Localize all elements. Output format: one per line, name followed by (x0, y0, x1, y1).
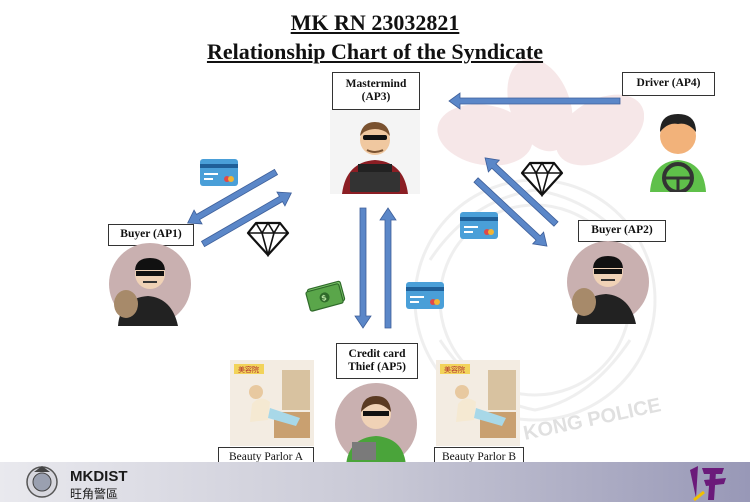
police-crest-icon (26, 466, 58, 498)
arrow-thief-to-mastermind (379, 207, 397, 329)
chart-title: Relationship Chart of the Syndicate (206, 39, 544, 64)
case-number: MK RN 23032821 (290, 10, 460, 35)
mastermind-avatar (330, 110, 420, 194)
diamond-icon (246, 221, 290, 257)
thief-avatar (335, 383, 417, 466)
footer-bar (0, 462, 750, 502)
driver-avatar (644, 100, 712, 192)
arrow-buyer1-to-mastermind (200, 191, 292, 248)
money-icon: $ (305, 280, 346, 312)
arrow-mastermind-to-buyer2 (473, 177, 548, 247)
diamond-icon (520, 161, 564, 197)
svg-text:美容院: 美容院 (238, 365, 259, 374)
svg-text:美容院: 美容院 (444, 365, 465, 374)
buyer2-label: Buyer (AP2) (578, 220, 666, 242)
mastermind-label: Mastermind (AP3) (332, 72, 420, 110)
svg-text:$: $ (321, 293, 328, 303)
arrow-buyer2-to-mastermind (484, 157, 559, 227)
arrow-driver-to-mastermind (448, 92, 621, 110)
district-name-en: MKDIST (70, 468, 128, 485)
credit-card-icon (460, 212, 498, 239)
arrow-mastermind-to-buyer1 (187, 168, 279, 225)
credit-card-icon (406, 282, 444, 309)
beauty-parlor-a-image: 美容院 (230, 360, 314, 446)
buyer2-avatar (567, 241, 649, 324)
thief-label: Credit card Thief (AP5) (336, 343, 418, 379)
beauty-parlor-b-image: 美容院 (436, 360, 520, 446)
buyer1-avatar (109, 243, 191, 326)
driver-label: Driver (AP4) (622, 72, 715, 96)
district-name-zh: 旺角警區 (70, 487, 119, 501)
arrow-mastermind-to-thief (354, 207, 372, 329)
calligraphy-logo-icon (690, 466, 726, 502)
credit-card-icon (200, 159, 238, 186)
